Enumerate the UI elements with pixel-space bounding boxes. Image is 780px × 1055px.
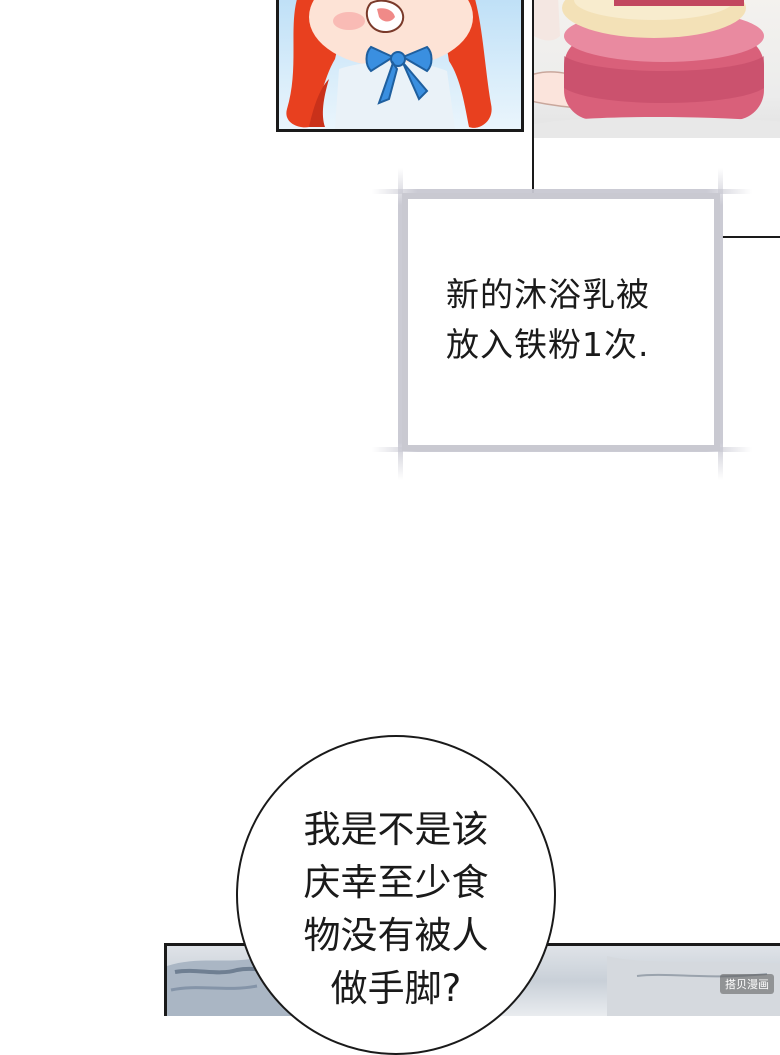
speech-line: 做手脚? bbox=[330, 967, 462, 1010]
watermark-label: 搭贝漫画 bbox=[720, 974, 774, 994]
system-box-glow-right bbox=[718, 168, 723, 480]
system-message-text: 新的沐浴乳被 放入铁粉1次. bbox=[446, 270, 716, 370]
panel-divider-line bbox=[722, 236, 780, 238]
character-panel bbox=[276, 0, 524, 132]
speech-line: 物没有被人 bbox=[303, 914, 489, 957]
object-panel bbox=[532, 0, 780, 138]
speech-line: 我是不是该 bbox=[303, 808, 489, 851]
system-box-glow-left bbox=[398, 168, 403, 480]
system-message-line: 放入铁粉1次. bbox=[446, 325, 650, 364]
system-box-glow-top bbox=[372, 189, 752, 194]
pink-container-illustration bbox=[534, 0, 780, 138]
red-haired-girl-illustration bbox=[286, 0, 492, 129]
speech-line: 庆幸至少食 bbox=[303, 861, 489, 904]
system-message-box bbox=[402, 193, 720, 451]
panel-divider-line bbox=[532, 0, 534, 193]
system-message-line: 新的沐浴乳被 bbox=[446, 275, 650, 314]
speech-bubble-text: 我是不是该 庆幸至少食 物没有被人 做手脚? bbox=[236, 803, 556, 1015]
